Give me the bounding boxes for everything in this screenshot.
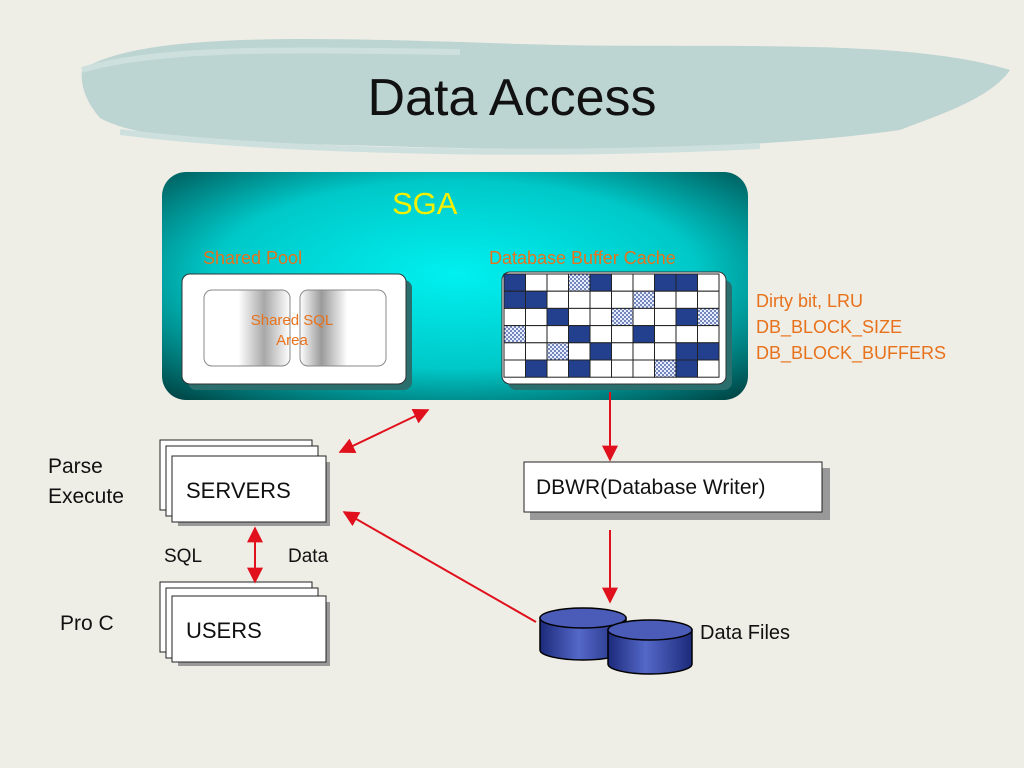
buffer-cell xyxy=(697,325,720,344)
buffer-cell xyxy=(546,342,569,361)
buffer-cell xyxy=(503,290,526,309)
buffer-cell xyxy=(611,359,634,378)
buffer-cell xyxy=(697,359,720,378)
buffer-cell xyxy=(697,273,720,292)
buffer-cell xyxy=(503,273,526,292)
buffer-cell xyxy=(568,273,591,292)
servers-side-label-line1: Parse xyxy=(48,455,103,478)
buffer-cell xyxy=(611,325,634,344)
title-brush xyxy=(81,39,1010,149)
users-label: USERS xyxy=(186,618,262,643)
dbwr-box xyxy=(523,461,823,513)
buffer-cell xyxy=(675,307,698,327)
buffer-cell xyxy=(525,290,548,309)
sga-label: SGA xyxy=(392,186,458,221)
buffer-cell xyxy=(525,342,548,361)
data-file-cylinder-1 xyxy=(539,607,627,661)
buffer-cache-grid xyxy=(503,273,720,378)
buffer-cell xyxy=(525,359,548,378)
buffer-cell xyxy=(589,325,612,344)
buffer-cache-notes: Dirty bit, LRU DB_BLOCK_SIZE DB_BLOCK_BU… xyxy=(756,288,946,366)
title-brush-edge xyxy=(81,47,761,155)
buffer-cell xyxy=(654,290,677,309)
sql-link-label: SQL xyxy=(164,546,203,567)
buffer-cell xyxy=(632,325,655,344)
note-block-buffers: DB_BLOCK_BUFFERS xyxy=(756,343,947,363)
buffer-cell xyxy=(568,325,591,344)
buffer-cell xyxy=(611,290,634,309)
shared-sql-area-left xyxy=(203,289,291,367)
buffer-cell xyxy=(611,342,634,361)
servers-side-label: Parse Execute xyxy=(48,452,124,512)
data-link-label: Data xyxy=(288,546,329,567)
buffer-cell xyxy=(503,359,526,378)
buffer-cell xyxy=(568,342,591,361)
buffer-cell xyxy=(589,342,612,361)
buffer-cell xyxy=(546,290,569,309)
buffer-cell xyxy=(589,290,612,309)
buffer-cell xyxy=(546,359,569,378)
data-file-cylinder-2 xyxy=(607,619,693,675)
buffer-cell xyxy=(525,307,548,327)
buffer-cell xyxy=(654,325,677,344)
servers-side-label-line2: Execute xyxy=(48,485,124,508)
buffer-cell xyxy=(632,273,655,292)
buffer-cell xyxy=(546,273,569,292)
buffer-cell xyxy=(675,342,698,361)
buffer-cell xyxy=(654,273,677,292)
arrow-sga-servers xyxy=(338,408,430,454)
buffer-cell xyxy=(589,359,612,378)
buffer-cell xyxy=(503,307,526,327)
arrow-datafiles-servers xyxy=(342,511,537,623)
buffer-cell xyxy=(675,273,698,292)
users-side-label: Pro C xyxy=(60,612,114,635)
note-block-size: DB_BLOCK_SIZE xyxy=(756,317,903,337)
dbwr-label: DBWR(Database Writer) xyxy=(536,476,766,499)
note-dirty-bit: Dirty bit, LRU xyxy=(756,291,864,311)
shared-sql-area-right xyxy=(299,289,387,367)
buffer-cell xyxy=(525,325,548,344)
shared-sql-area-label-line1: Shared SQL xyxy=(250,312,334,329)
servers-box xyxy=(171,455,327,523)
buffer-cell xyxy=(589,307,612,327)
buffer-cell xyxy=(546,325,569,344)
buffer-cell xyxy=(503,325,526,344)
buffer-cell xyxy=(675,359,698,378)
buffer-cell xyxy=(632,359,655,378)
buffer-cache-label: Database Buffer Cache xyxy=(489,248,676,268)
buffer-cell xyxy=(675,325,698,344)
shared-sql-area-label: Shared SQL Area xyxy=(232,311,352,351)
buffer-cell xyxy=(546,307,569,327)
buffer-cell xyxy=(654,307,677,327)
buffer-cell xyxy=(675,290,698,309)
buffer-cell xyxy=(697,307,720,327)
buffer-cell xyxy=(632,342,655,361)
buffer-cell xyxy=(654,342,677,361)
buffer-cell xyxy=(654,359,677,378)
servers-label: SERVERS xyxy=(186,478,291,503)
buffer-cell xyxy=(632,307,655,327)
buffer-cell xyxy=(568,307,591,327)
buffer-cell xyxy=(525,273,548,292)
data-files-label: Data Files xyxy=(700,622,791,644)
buffer-cell xyxy=(697,342,720,361)
shared-sql-area-label-line2: Area xyxy=(276,332,308,349)
buffer-cell xyxy=(697,290,720,309)
buffer-cell xyxy=(568,359,591,378)
users-box xyxy=(171,595,327,663)
buffer-cell xyxy=(568,290,591,309)
buffer-cell xyxy=(589,273,612,292)
shared-pool-label: Shared Pool xyxy=(203,248,303,268)
page-title: Data Access xyxy=(367,69,657,127)
buffer-cell xyxy=(611,307,634,327)
buffer-cell xyxy=(611,273,634,292)
buffer-cell xyxy=(503,342,526,361)
buffer-cell xyxy=(632,290,655,309)
